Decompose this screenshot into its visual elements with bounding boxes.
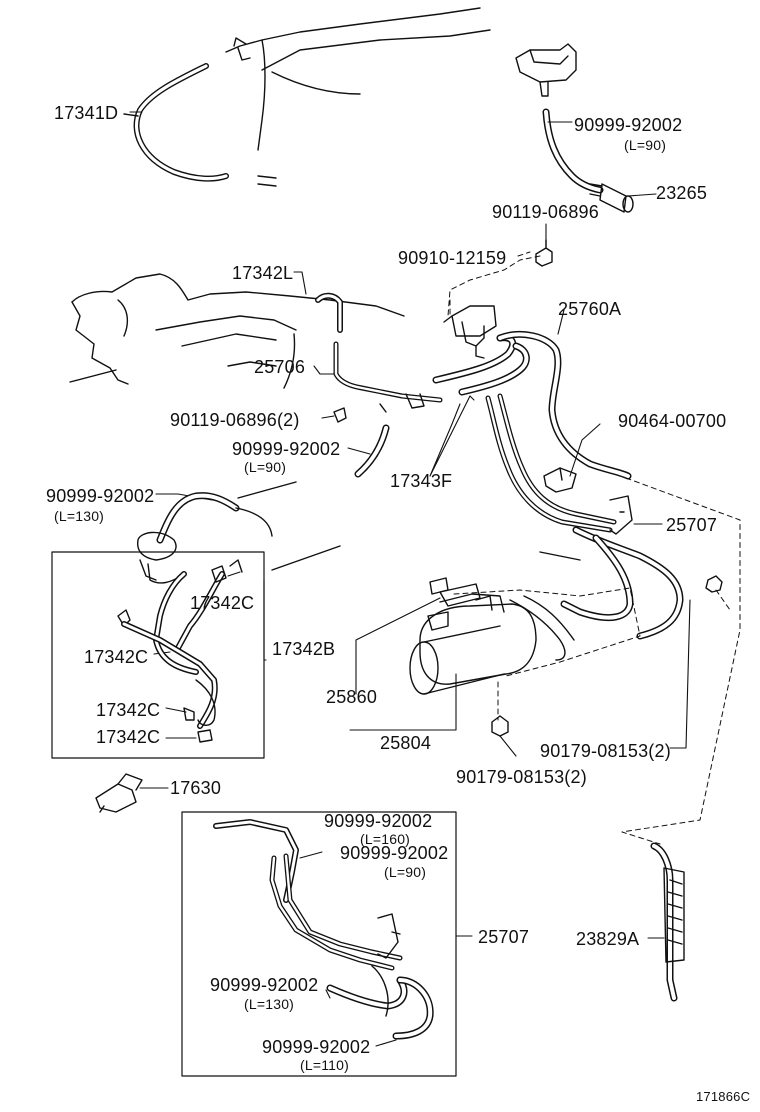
label-25707-top: 25707 xyxy=(666,515,718,535)
dashed-leaders xyxy=(447,251,741,845)
label-17342C-a: 17342C xyxy=(190,593,255,613)
label-25706: 25706 xyxy=(254,357,306,377)
label-90999-92002-mid-length: (L=90) xyxy=(244,459,287,475)
sensor-17630 xyxy=(95,773,143,813)
label-25860: 25860 xyxy=(326,687,378,707)
box-25707-detail xyxy=(181,811,457,1077)
engine-outline-left xyxy=(235,481,341,571)
label-17342C-d: 17342C xyxy=(96,727,161,747)
pipe-25707-main xyxy=(485,393,684,640)
bolt-90119-06896-left xyxy=(333,407,347,423)
clamp-90464-00700 xyxy=(543,467,577,493)
label-17342L: 17342L xyxy=(232,263,294,283)
hose-17342L xyxy=(315,292,343,333)
bolt-90119-06896-top xyxy=(535,239,553,267)
label-90119-06896-top: 90119-06896 xyxy=(492,202,599,222)
label-17630: 17630 xyxy=(170,778,222,798)
label-90999-92002-b1-length: (L=160) xyxy=(360,831,411,847)
label-25707-bottom: 25707 xyxy=(478,927,530,947)
label-25804: 25804 xyxy=(380,733,432,753)
label-17343F: 17343F xyxy=(390,471,453,491)
hose-90999-92002-mid xyxy=(354,424,390,478)
label-90999-92002-b4-length: (L=110) xyxy=(300,1057,350,1073)
label-90999-92002-b2-length: (L=90) xyxy=(384,864,427,880)
engine-outline-top xyxy=(225,7,491,187)
label-23829A: 23829A xyxy=(576,929,640,949)
label-90999-92002-b3-length: (L=130) xyxy=(244,996,295,1012)
label-90119-06896-2: 90119-06896(2) xyxy=(170,410,300,430)
label-25760A: 25760A xyxy=(558,299,622,319)
label-90999-92002-b3: 90999-92002 xyxy=(210,975,319,995)
label-90999-92002-b1: 90999-92002 xyxy=(324,811,433,831)
vsv-90910-12159 xyxy=(443,305,497,359)
label-23265: 23265 xyxy=(656,183,708,203)
label-90464-00700: 90464-00700 xyxy=(618,411,727,431)
label-90910-12159: 90910-12159 xyxy=(398,248,507,268)
label-90179-08153-bottom: 90179-08153(2) xyxy=(456,767,587,787)
pipe-23829A xyxy=(650,842,685,1002)
label-17342C-b: 17342C xyxy=(84,647,149,667)
hose-90999-92002-top xyxy=(542,108,604,194)
label-90999-92002-left-length: (L=130) xyxy=(54,508,105,524)
vsv-valve-top xyxy=(515,43,577,97)
pipe-25706 xyxy=(333,341,443,413)
label-90999-92002-top: 90999-92002 xyxy=(574,115,683,135)
label-90999-92002-mid: 90999-92002 xyxy=(232,439,341,459)
hose-90999-92002-left xyxy=(137,492,240,581)
label-90999-92002-b2: 90999-92002 xyxy=(340,843,449,863)
hose-17341D xyxy=(123,63,229,182)
hose-bundle-17343F xyxy=(432,330,632,480)
label-17342B: 17342B xyxy=(272,639,336,659)
engine-outline-middle xyxy=(69,273,405,389)
label-90999-92002-b4: 90999-92002 xyxy=(262,1037,371,1057)
charcoal-canister xyxy=(409,577,575,695)
label-17341D: 17341D xyxy=(54,103,119,123)
label-90179-08153-right: 90179-08153(2) xyxy=(540,741,671,761)
label-17342C-c: 17342C xyxy=(96,700,161,720)
label-90999-92002-left: 90999-92002 xyxy=(46,486,155,506)
nut-90179-08153 xyxy=(491,575,723,737)
box-17342B xyxy=(51,551,265,759)
label-90999-92002-top-length: (L=90) xyxy=(624,137,667,153)
diagram-code: 171866C xyxy=(696,1089,751,1104)
